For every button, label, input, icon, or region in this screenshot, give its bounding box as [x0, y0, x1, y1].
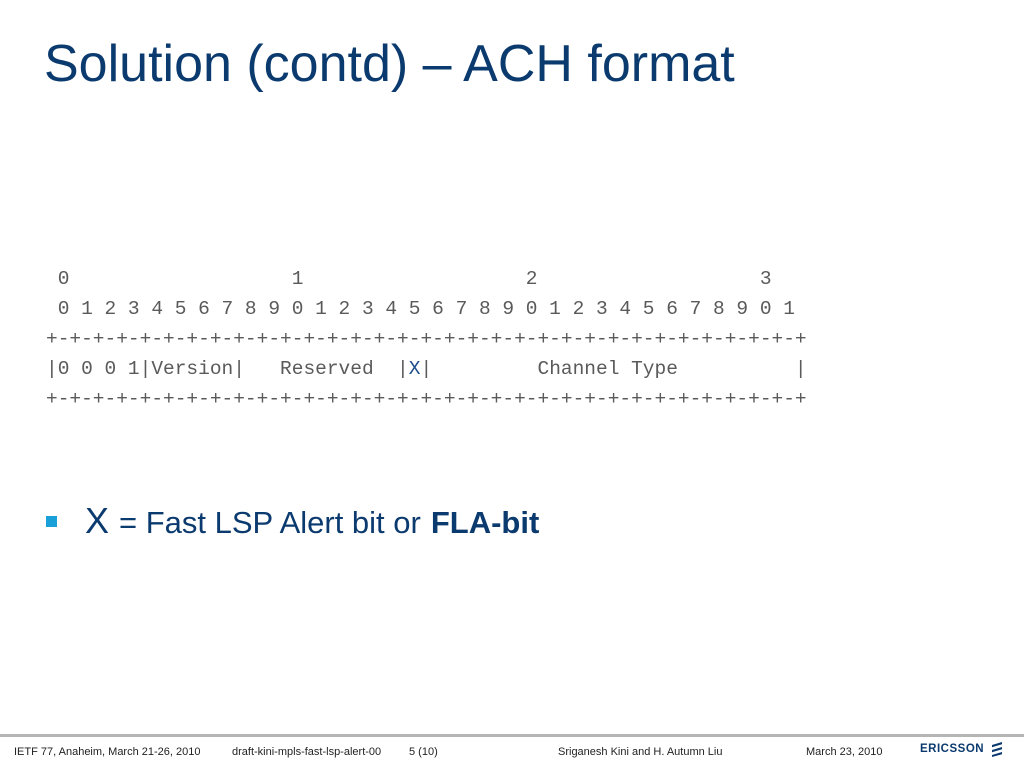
- bit-position-units-row: 0 1 2 3 4 5 6 7 8 9 0 1 2 3 4 5 6 7 8 9 …: [46, 298, 795, 320]
- field-row-left: |0 0 0 1|Version| Reserved |: [46, 358, 409, 380]
- logo-wordmark: ERICSSON: [920, 743, 985, 755]
- slide-title: Solution (contd) – ACH format: [44, 35, 735, 93]
- x-bit-field: X: [408, 358, 421, 380]
- footer-page-number: 5 (10): [409, 746, 438, 758]
- diagram-border-bottom: +-+-+-+-+-+-+-+-+-+-+-+-+-+-+-+-+-+-+-+-…: [46, 388, 807, 410]
- footer-event: IETF 77, Anaheim, March 21-26, 2010: [14, 746, 201, 758]
- field-row-right: | Channel Type |: [420, 358, 807, 380]
- footer-draft: draft-kini-mpls-fast-lsp-alert-00: [232, 746, 382, 758]
- ericsson-logo: ERICSSON: [920, 741, 1004, 757]
- footer-authors: Sriganesh Kini and H. Autumn Liu: [558, 746, 723, 758]
- bullet-x-label: X: [85, 500, 110, 541]
- footer-divider: [0, 734, 1024, 737]
- bit-position-tens-row: 0 1 2 3: [46, 268, 772, 290]
- bullet-item: X = Fast LSP Alert bit or FLA-bit: [46, 500, 539, 542]
- ericsson-logo-icon: [992, 742, 1003, 757]
- square-bullet-icon: [46, 516, 57, 527]
- bullet-text: = Fast LSP Alert bit or: [119, 505, 421, 540]
- footer-date: March 23, 2010: [806, 746, 883, 758]
- bullet-bold-text: FLA-bit: [430, 505, 540, 540]
- diagram-border-top: +-+-+-+-+-+-+-+-+-+-+-+-+-+-+-+-+-+-+-+-…: [46, 328, 807, 350]
- ach-format-diagram: 0 1 2 3 0 1 2 3 4 5 6 7 8 9 0 1 2 3 4 5 …: [46, 264, 807, 414]
